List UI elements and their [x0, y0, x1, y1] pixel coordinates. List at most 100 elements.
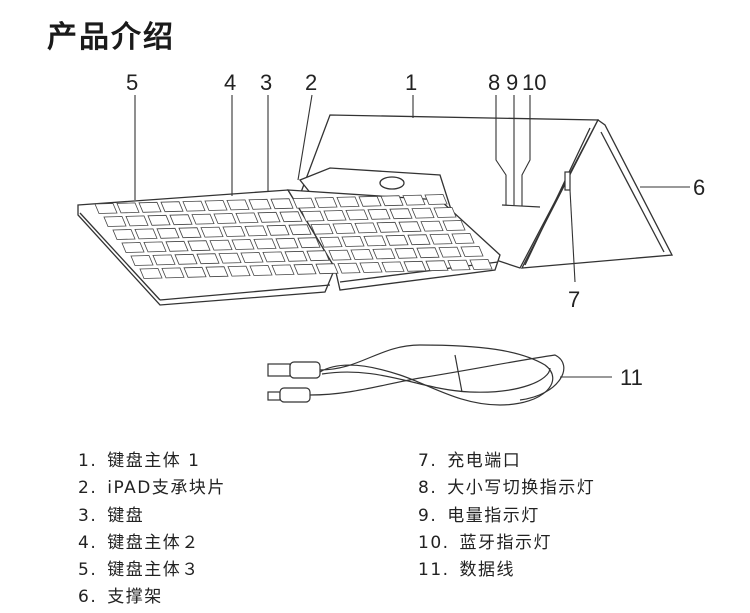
part-label: 数据线 [459, 560, 516, 581]
callout-10: 10 [522, 70, 546, 95]
part-item: 4.键盘主体２ [78, 532, 200, 553]
key [116, 202, 140, 214]
part-label: 支撑架 [107, 587, 163, 608]
key [319, 236, 343, 248]
callout-6: 6 [693, 175, 705, 200]
key [411, 207, 435, 219]
key [407, 234, 431, 246]
part-item: 9.电量指示灯 [418, 505, 540, 526]
key [121, 242, 145, 253]
key [266, 224, 290, 236]
part-item: 11.数据线 [418, 560, 516, 581]
key [191, 213, 215, 225]
key [469, 259, 493, 270]
key [402, 194, 426, 206]
key [161, 267, 185, 279]
key [385, 234, 409, 246]
key [284, 250, 308, 262]
key [227, 265, 251, 277]
key [138, 201, 162, 213]
parts-list-right: 7.充电端口 8.大小写切换指示灯 9.电量指示灯 10.蓝牙指示灯 11.数据… [418, 448, 595, 584]
part-item: 6.支撑架 [78, 587, 163, 608]
part-label: iPAD支承块片 [107, 478, 226, 499]
callout-5: 5 [126, 70, 138, 95]
key [125, 215, 149, 227]
key [112, 229, 136, 240]
key [447, 259, 471, 271]
key [165, 240, 189, 252]
key [169, 214, 193, 226]
key [218, 252, 242, 264]
data-cable [267, 344, 565, 406]
key [460, 246, 484, 257]
key [279, 211, 303, 223]
part-item: 3.键盘 [78, 505, 145, 526]
page-title: 产品介绍 [47, 20, 175, 55]
part-item: 10.蓝牙指示灯 [418, 532, 553, 553]
key [178, 227, 202, 239]
key [420, 220, 444, 232]
key [205, 266, 229, 278]
part-label: 蓝牙指示灯 [459, 532, 553, 553]
key [271, 264, 295, 276]
key [134, 228, 158, 240]
key [394, 247, 418, 259]
key [332, 223, 356, 234]
key [358, 195, 382, 207]
key [222, 226, 246, 237]
callout-11: 11 [620, 365, 643, 390]
key [226, 199, 250, 211]
keyboard-keys [94, 194, 493, 279]
key [425, 260, 449, 272]
key [174, 253, 198, 265]
part-label: 键盘主体 1 [107, 451, 201, 471]
key [306, 250, 330, 262]
key [240, 252, 264, 263]
key [376, 221, 400, 233]
part-label: 电量指示灯 [447, 505, 540, 526]
key [345, 209, 369, 221]
key [139, 268, 163, 279]
callout-3: 3 [260, 70, 272, 95]
key [359, 262, 383, 273]
key [262, 251, 286, 263]
key [257, 211, 281, 223]
key [200, 226, 224, 238]
key [372, 248, 396, 260]
key [354, 222, 378, 234]
key [187, 240, 211, 252]
key [94, 203, 118, 214]
key [416, 247, 440, 259]
key [315, 263, 339, 275]
part-label: 充电端口 [447, 451, 522, 471]
key [424, 194, 448, 205]
keyboard-body-1 [299, 114, 600, 269]
key [270, 198, 294, 210]
key [367, 208, 391, 220]
key [288, 224, 312, 236]
key [301, 210, 325, 222]
key [293, 263, 317, 275]
key [292, 197, 316, 209]
key [433, 207, 457, 218]
key [196, 253, 220, 265]
key [130, 255, 154, 266]
part-label: 键盘主体３ [107, 560, 200, 581]
key [182, 200, 206, 212]
key [314, 197, 338, 208]
callout-7: 7 [568, 287, 580, 312]
part-item: 7.充电端口 [418, 451, 522, 471]
key [253, 238, 277, 250]
part-item: 8.大小写切换指示灯 [418, 478, 596, 499]
key [231, 239, 255, 250]
key [103, 216, 127, 227]
part-item: 5.键盘主体３ [78, 560, 200, 581]
key [152, 254, 176, 266]
key [147, 214, 171, 226]
key [451, 233, 475, 244]
key [209, 239, 233, 251]
key [336, 196, 360, 208]
keyboard-diagram: 5 4 3 2 1 8 9 10 6 7 11 [77, 70, 705, 406]
part-label: 大小写切换指示灯 [447, 478, 596, 499]
key [429, 233, 453, 245]
